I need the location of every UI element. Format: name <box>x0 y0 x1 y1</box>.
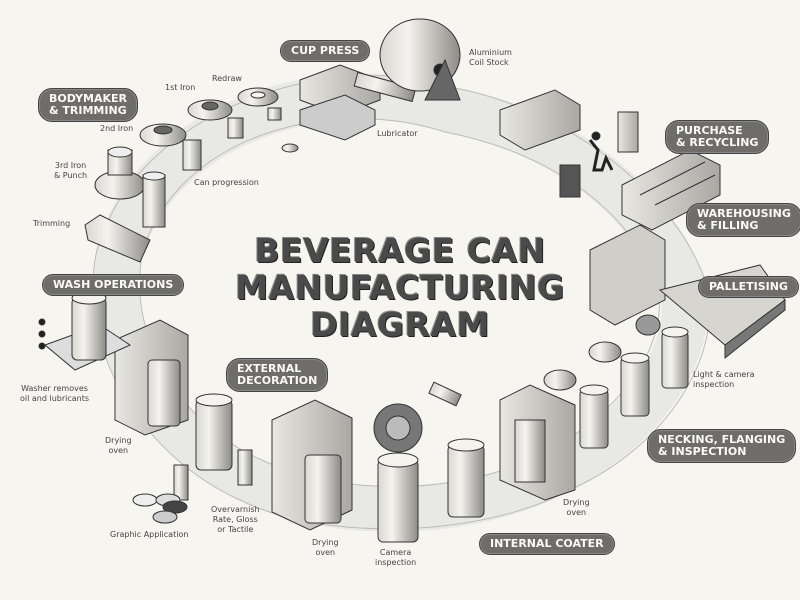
stage-badge-line-2: & FILLING <box>697 219 759 232</box>
note-line-1: Overvarnish <box>211 505 260 514</box>
title-line-1: BEVERAGE CAN <box>254 231 546 270</box>
title-line-3: DIAGRAM <box>310 305 490 344</box>
cup-press-illustration <box>299 18 461 141</box>
note-drying-oven-mid: Drying oven <box>312 538 339 558</box>
note-line-1: Washer removes <box>21 384 88 393</box>
stage-badge-line-1: WAREHOUSING <box>697 207 791 220</box>
note-washer: Washer removes oil and lubricants <box>20 384 89 404</box>
camera-inspection-illustration <box>373 403 423 543</box>
note-line-1: Light & camera <box>693 370 755 379</box>
note-light-camera-inspection: Light & camera inspection <box>693 370 755 390</box>
note-third-iron: 3rd Iron & Punch <box>54 161 87 181</box>
stage-badge-line-1: EXTERNAL <box>237 362 302 375</box>
stage-badge-bodymaker: BODYMAKER & TRIMMING <box>38 88 138 122</box>
internal-coater-illustration <box>428 381 576 518</box>
stage-badge-purchase: PURCHASE & RECYCLING <box>665 120 770 154</box>
stage-badge-warehousing: WAREHOUSING & FILLING <box>686 203 800 237</box>
note-line-1: Camera <box>379 548 412 557</box>
note-camera-inspection: Camera inspection <box>375 548 416 568</box>
stage-badge-line-2: DECORATION <box>237 374 318 387</box>
stage-badge-external-decoration: EXTERNAL DECORATION <box>226 358 329 392</box>
bodymaker-illustration <box>84 87 299 263</box>
stage-badge-line-2: & INSPECTION <box>658 445 747 458</box>
note-second-iron: 2nd Iron <box>100 124 134 133</box>
note-line-2: oven <box>315 548 336 557</box>
external-decoration-illustration <box>132 393 253 524</box>
stage-badge-line-2: & RECYCLING <box>676 136 759 149</box>
stage-badge-internal-coater: INTERNAL COATER <box>479 533 615 555</box>
note-overvarnish: Overvarnish Rate, Gloss or Tactile <box>211 505 260 535</box>
note-line-1: 3rd Iron <box>54 161 87 170</box>
note-line-2: inspection <box>693 380 735 389</box>
necking-illustration <box>543 314 689 449</box>
note-line-2: Rate, Gloss <box>212 515 258 524</box>
stage-badge-line-1: BODYMAKER <box>49 92 127 105</box>
note-can-progression: Can progression <box>194 178 259 187</box>
stage-badge-line-1: NECKING, FLANGING <box>658 433 786 446</box>
note-line-1: Drying <box>105 436 132 445</box>
note-graphic-application: Graphic Application <box>110 530 189 539</box>
note-aluminium-coil: Aluminium Coil Stock <box>469 48 512 68</box>
note-line-2: oven <box>566 508 587 517</box>
note-line-2: oven <box>108 446 129 455</box>
note-line-1: Drying <box>563 498 590 507</box>
note-line-2: inspection <box>375 558 417 567</box>
drying-oven-mid-illustration <box>271 399 353 531</box>
note-line-1: Drying <box>312 538 339 547</box>
title-line-2: MANUFACTURING <box>235 268 565 307</box>
note-line-3: or Tactile <box>217 525 254 534</box>
note-line-2: & Punch <box>54 171 88 180</box>
note-trimming: Trimming <box>33 219 71 228</box>
note-line-1: Aluminium <box>469 48 512 57</box>
drying-oven-left-illustration <box>114 319 189 436</box>
stage-badge-line-1: PURCHASE <box>676 124 743 137</box>
diagram-title: BEVERAGE CAN MANUFACTURING DIAGRAM <box>230 232 570 343</box>
stage-badge-palletising: PALLETISING <box>698 276 799 298</box>
stage-badge-cup-press: CUP PRESS <box>280 40 371 62</box>
note-first-iron: 1st Iron <box>165 83 196 92</box>
stage-badge-wash-operations: WASH OPERATIONS <box>42 274 185 296</box>
purchase-illustration <box>499 89 639 198</box>
note-lubricator: Lubricator <box>377 129 418 138</box>
note-line-2: oil and lubricants <box>20 394 90 403</box>
note-line-2: Coil Stock <box>469 58 509 67</box>
stage-badge-necking: NECKING, FLANGING & INSPECTION <box>647 429 797 463</box>
stage-badge-line-2: & TRIMMING <box>49 104 127 117</box>
note-drying-oven-right: Drying oven <box>563 498 590 518</box>
note-drying-oven-left: Drying oven <box>105 436 132 456</box>
note-redraw: Redraw <box>212 74 242 83</box>
